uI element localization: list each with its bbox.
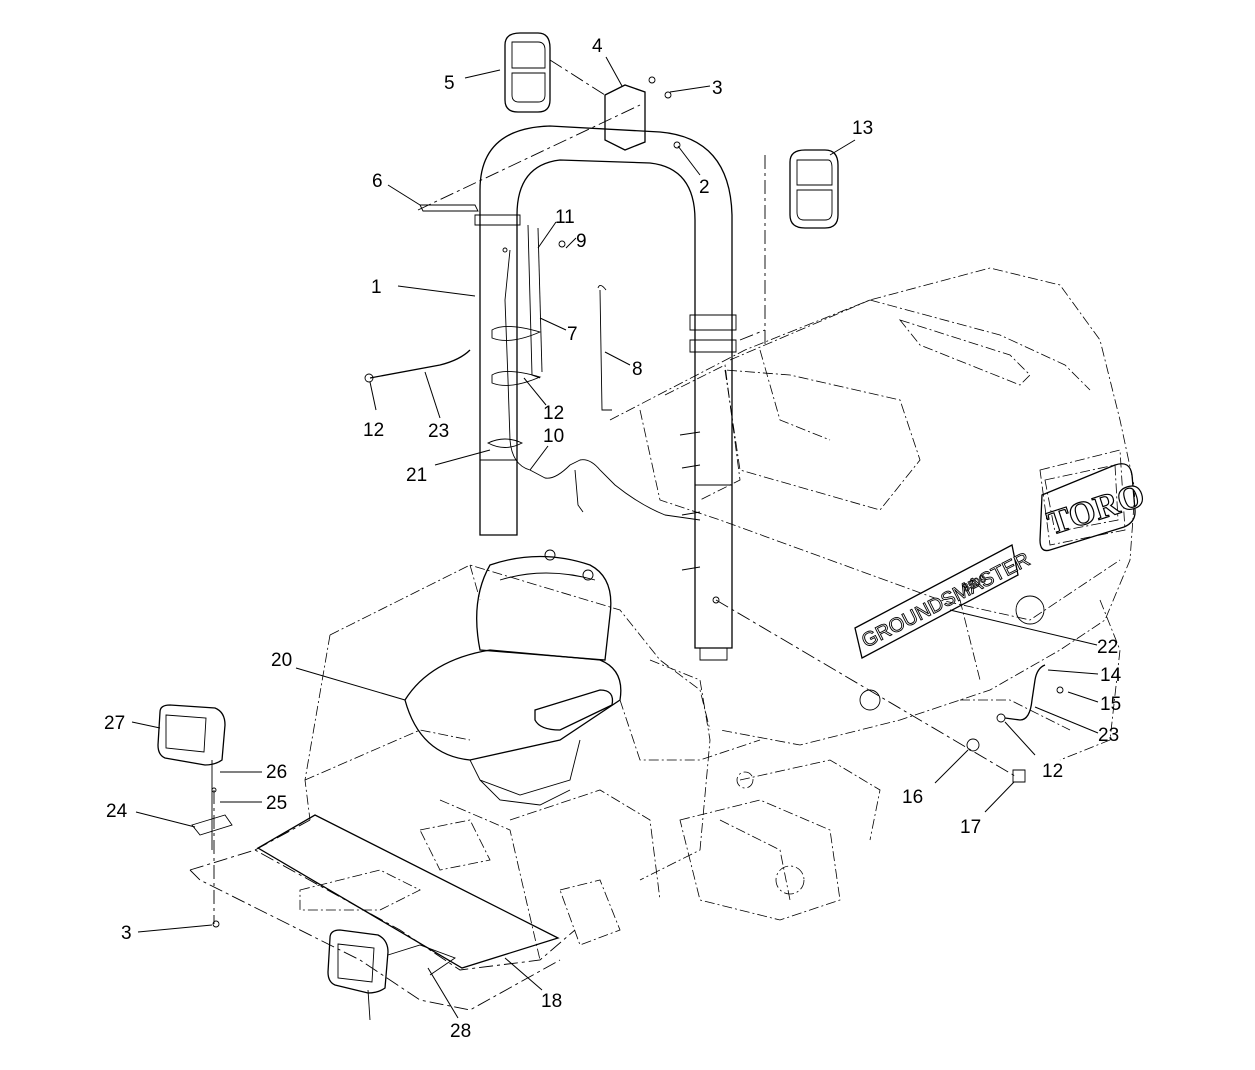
callout-18: 18 — [541, 991, 562, 1012]
callouts: 5 4 3 2 13 6 11 9 1 7 8 12 12 23 10 21 2 — [104, 36, 1122, 1042]
cable-clamps-part — [486, 326, 701, 571]
callout-12-mid: 12 — [543, 403, 564, 424]
rops-bar-part — [474, 125, 737, 661]
light-bracket-part — [604, 84, 646, 151]
callout-22: 22 — [1097, 637, 1118, 658]
hardware-parts — [211, 76, 1064, 928]
callout-10: 10 — [543, 426, 564, 447]
rear-light-right-part — [789, 149, 839, 229]
bracket-bars-part — [527, 224, 612, 411]
callout-23-right: 23 — [1098, 725, 1119, 746]
decal-part — [419, 204, 479, 212]
callout-20: 20 — [271, 650, 292, 671]
assembly-lines — [213, 59, 1016, 924]
model-name-text: GROUNDSMASTER — [858, 549, 1033, 653]
rear-light-part — [504, 32, 551, 113]
callout-14: 14 — [1100, 665, 1122, 686]
callout-21: 21 — [406, 465, 427, 486]
tube-right-part — [1004, 664, 1046, 721]
callout-3-top: 3 — [712, 78, 723, 99]
callout-11: 11 — [555, 207, 575, 228]
callout-23-left: 23 — [428, 421, 449, 442]
callout-5: 5 — [444, 73, 455, 94]
callout-27: 27 — [104, 713, 125, 734]
callout-25: 25 — [266, 793, 287, 814]
tube-left-part — [369, 349, 471, 379]
callout-9: 9 — [576, 231, 587, 252]
callout-15: 15 — [1100, 694, 1121, 715]
headlight-right-part — [327, 929, 456, 1021]
harness-connector — [574, 469, 584, 513]
headlight-left-part — [157, 704, 233, 850]
callout-17: 17 — [960, 817, 981, 838]
toro-logo: TORO — [1039, 463, 1150, 552]
callout-7: 7 — [567, 324, 578, 345]
callout-8: 8 — [632, 359, 643, 380]
callout-13: 13 — [852, 118, 873, 139]
hood-phantom — [609, 267, 1136, 761]
callout-26: 26 — [266, 762, 287, 783]
callout-16: 16 — [902, 787, 923, 808]
seat-part — [404, 549, 622, 806]
floor-mat-part — [256, 814, 560, 969]
brand-text: TORO — [1043, 477, 1149, 543]
callout-1: 1 — [371, 277, 382, 298]
wire-harness-part — [504, 249, 701, 521]
groundsmaster-decal: GROUNDSMASTER 3500 — [854, 544, 1034, 659]
callout-6: 6 — [372, 171, 383, 192]
callout-28: 28 — [450, 1021, 471, 1042]
chassis-phantom — [299, 564, 881, 961]
callout-24: 24 — [106, 801, 128, 822]
callout-3-bottom: 3 — [121, 923, 132, 944]
callout-2: 2 — [699, 177, 710, 198]
callout-12-right: 12 — [1042, 761, 1063, 782]
callout-12-left: 12 — [363, 420, 384, 441]
callout-4: 4 — [592, 36, 603, 57]
